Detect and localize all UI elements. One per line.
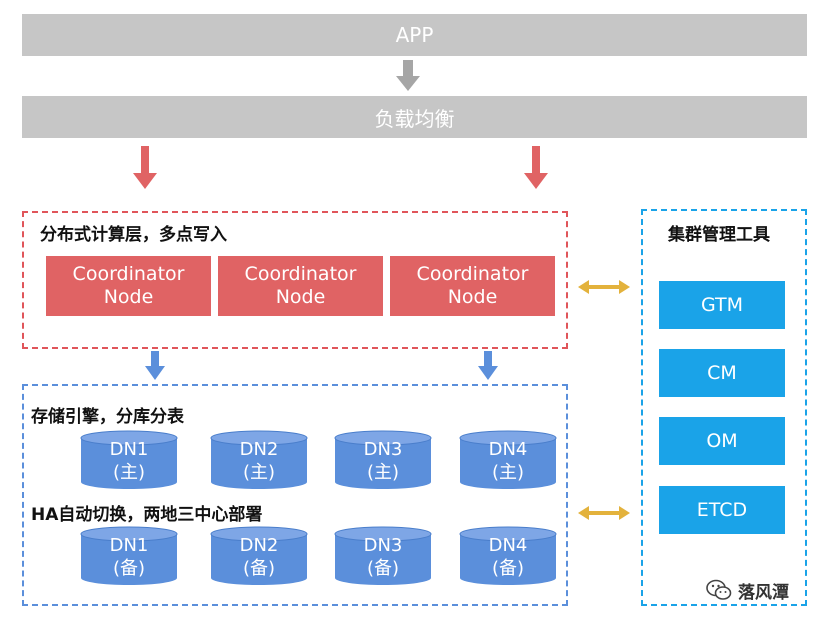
database-icon bbox=[459, 430, 557, 489]
data-node-primary: DN2 (主) bbox=[210, 430, 308, 490]
tool-label: OM bbox=[706, 430, 738, 452]
storage-layer-title: 存储引擎，分库分表 bbox=[31, 407, 184, 427]
tool-gtm: GTM bbox=[659, 281, 785, 329]
tool-label: CM bbox=[707, 362, 737, 384]
coordinator-node-label: Coordinator bbox=[244, 263, 357, 285]
data-node-name: DN1 bbox=[109, 535, 149, 556]
watermark-text: 落风潭 bbox=[738, 582, 789, 603]
database-icon bbox=[210, 526, 308, 585]
app-label: APP bbox=[395, 23, 434, 47]
cluster-tools-title: 集群管理工具 bbox=[668, 225, 770, 245]
data-node-standby: DN1 (备) bbox=[80, 526, 178, 586]
coordinator-node-sublabel: Node bbox=[447, 286, 498, 308]
storage-layer-frame bbox=[22, 384, 568, 606]
data-node-standby: DN4 (备) bbox=[459, 526, 557, 586]
compute-layer-title: 分布式计算层，多点写入 bbox=[40, 225, 227, 245]
database-icon bbox=[334, 526, 432, 585]
data-node-primary: DN3 (主) bbox=[334, 430, 432, 490]
data-node-role: (备) bbox=[242, 558, 276, 579]
ha-title: HA自动切换，两地三中心部署 bbox=[31, 505, 263, 525]
data-node-standby: DN2 (备) bbox=[210, 526, 308, 586]
tool-om: OM bbox=[659, 417, 785, 465]
database-icon bbox=[80, 526, 178, 585]
tool-cm: CM bbox=[659, 349, 785, 397]
coordinator-node: Coordinator Node bbox=[46, 256, 211, 316]
data-node-name: DN2 bbox=[239, 439, 279, 460]
coordinator-node-label: Coordinator bbox=[72, 263, 185, 285]
data-node-primary: DN4 (主) bbox=[459, 430, 557, 490]
bidirectional-arrow-icon bbox=[578, 506, 630, 520]
cluster-tools-frame bbox=[641, 209, 807, 606]
coordinator-node: Coordinator Node bbox=[390, 256, 555, 316]
arrow-down-icon bbox=[478, 351, 498, 380]
data-node-name: DN4 bbox=[488, 535, 528, 556]
coordinator-node-sublabel: Node bbox=[103, 286, 154, 308]
tool-label: ETCD bbox=[696, 499, 748, 521]
coordinator-node: Coordinator Node bbox=[218, 256, 383, 316]
coordinator-node-sublabel: Node bbox=[275, 286, 326, 308]
tool-label: GTM bbox=[700, 294, 744, 316]
data-node-name: DN1 bbox=[109, 439, 149, 460]
data-node-name: DN4 bbox=[488, 439, 528, 460]
data-node-role: (主) bbox=[242, 462, 276, 483]
load-balancer-label: 负载均衡 bbox=[374, 106, 455, 131]
tool-etcd: ETCD bbox=[659, 486, 785, 534]
data-node-name: DN3 bbox=[363, 439, 403, 460]
arrow-down-icon bbox=[133, 146, 157, 189]
wechat-icon bbox=[706, 579, 732, 600]
arrow-down-icon bbox=[145, 351, 165, 380]
data-node-primary: DN1 (主) bbox=[80, 430, 178, 490]
data-node-role: (备) bbox=[491, 558, 525, 579]
load-balancer-bar: 负载均衡 bbox=[22, 96, 807, 138]
data-node-role: (备) bbox=[366, 558, 400, 579]
watermark: 落风潭 bbox=[706, 576, 816, 604]
data-node-name: DN3 bbox=[363, 535, 403, 556]
bidirectional-arrow-icon bbox=[578, 280, 630, 294]
data-node-role: (主) bbox=[366, 462, 400, 483]
data-node-standby: DN3 (备) bbox=[334, 526, 432, 586]
app-bar: APP bbox=[22, 14, 807, 56]
data-node-role: (备) bbox=[112, 558, 146, 579]
data-node-role: (主) bbox=[491, 462, 525, 483]
coordinator-node-label: Coordinator bbox=[416, 263, 529, 285]
database-icon bbox=[80, 430, 178, 489]
arrow-down-icon bbox=[396, 60, 420, 91]
compute-layer-frame bbox=[22, 211, 568, 349]
database-icon bbox=[459, 526, 557, 585]
data-node-role: (主) bbox=[112, 462, 146, 483]
arrow-down-icon bbox=[524, 146, 548, 189]
data-node-name: DN2 bbox=[239, 535, 279, 556]
database-icon bbox=[334, 430, 432, 489]
database-icon bbox=[210, 430, 308, 489]
